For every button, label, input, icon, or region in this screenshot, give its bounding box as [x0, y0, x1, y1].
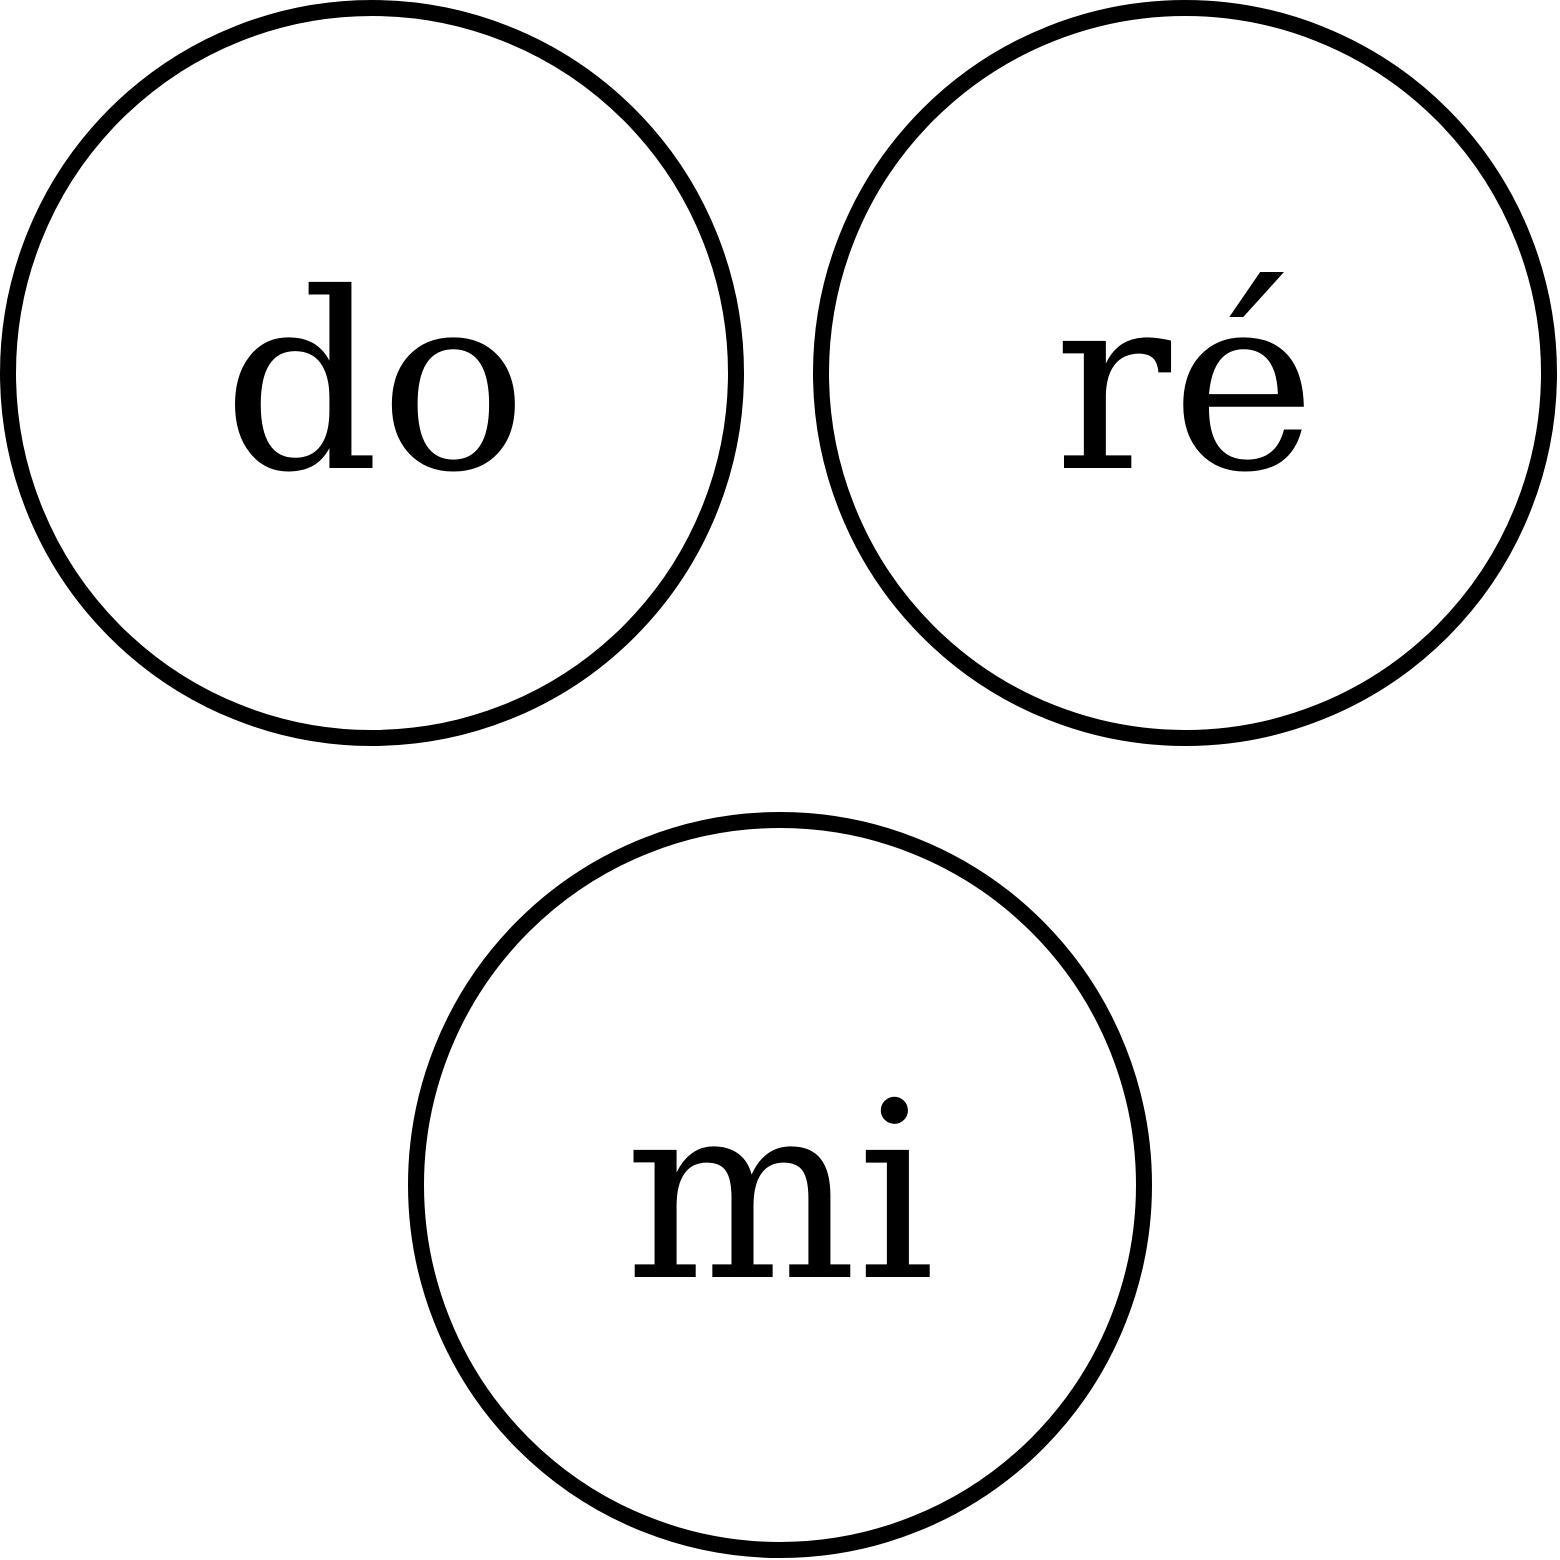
node-re-label: ré — [1054, 241, 1316, 526]
node-mi-label: mi — [625, 1050, 936, 1335]
node-re-circle — [813, 0, 1557, 746]
node-do: do — [0, 0, 744, 746]
node-do-label: do — [223, 241, 527, 526]
node-mi: mi — [408, 812, 1152, 1558]
node-mi-circle — [408, 812, 1152, 1558]
node-re: ré — [813, 0, 1557, 746]
node-do-circle — [0, 0, 744, 746]
